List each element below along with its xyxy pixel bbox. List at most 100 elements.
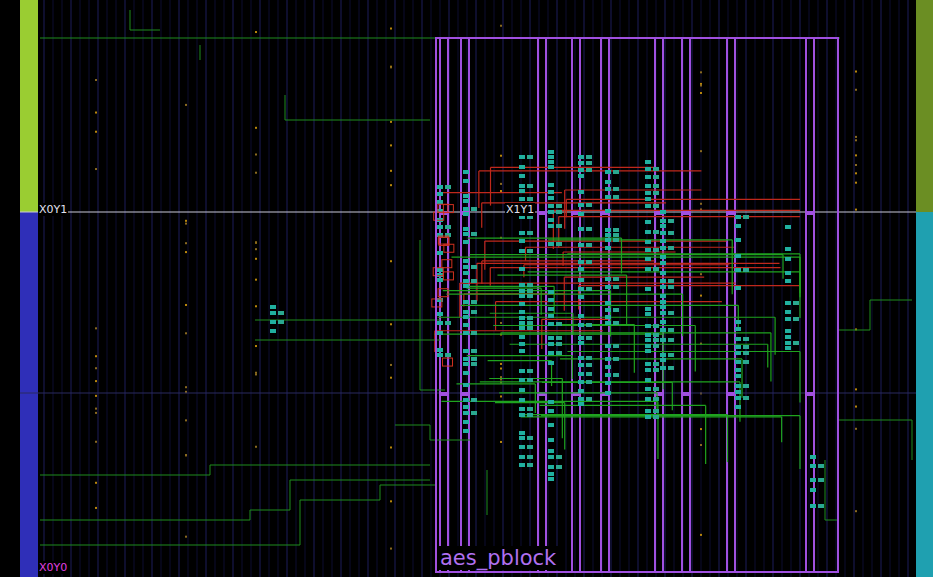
site-column [782,0,783,577]
placed-cell [463,265,469,269]
site-mark [700,71,702,73]
placed-cell [471,207,477,211]
net-wire [395,425,470,440]
placed-cell [735,224,741,228]
placed-cell [660,358,666,362]
site-mark [255,31,257,33]
placed-cell [653,191,659,195]
placed-cell [785,346,791,350]
placed-cell [548,204,554,208]
placed-cell [645,362,651,366]
site-mark [95,507,97,509]
placed-cell [527,321,533,325]
clock-region-label: X0Y0 [38,561,68,574]
placed-cells [270,150,824,508]
placed-cell [605,238,611,242]
placed-cell [660,300,666,304]
site-column [188,0,189,577]
placed-cell [645,378,651,382]
placed-cell [735,320,741,324]
site-mark [255,372,257,374]
site-column [575,0,576,577]
placed-cell [613,228,619,232]
site-mark [185,419,187,421]
placed-cell [463,420,469,424]
placed-cell [578,212,584,216]
placed-cell [653,204,659,208]
site-column [818,0,819,577]
site-mark [700,150,702,152]
site-mark [95,168,97,170]
placed-cell [556,465,562,469]
site-column [179,0,180,577]
placed-cell [653,230,659,234]
net-wire [553,210,800,211]
placed-cell [548,400,554,404]
placed-cell [445,321,451,325]
site-column [773,0,774,577]
net-wire [559,216,800,217]
site-mark [700,203,702,205]
pblock-column [727,395,735,572]
site-column [755,0,756,577]
site-column [557,0,558,577]
pblock-column [727,38,735,212]
placed-cell [527,455,533,459]
placed-cell [645,248,651,252]
placed-cell [668,219,674,223]
site-column [458,0,459,577]
net-wire [443,290,611,291]
net-wire [775,317,776,355]
site-column [872,0,873,577]
placed-cell [653,387,659,391]
placed-cell [578,336,584,340]
net-wire [572,313,573,335]
placed-cell [660,353,666,357]
site-mark [500,376,502,378]
placed-cell [578,267,584,271]
placed-cell [463,284,469,288]
site-column [44,0,45,577]
placed-cell [548,438,554,442]
placed-cell [605,209,611,213]
placed-cell [605,373,611,377]
net-wire [495,402,565,403]
placed-cell [548,290,554,294]
placed-cell [519,388,525,392]
site-mark [95,79,97,81]
placed-cell [586,260,592,264]
site-mark [700,92,702,94]
placed-cell [578,278,584,282]
placed-cell [660,320,666,324]
placed-cell [645,230,651,234]
placed-cell [471,300,477,304]
pblock-column [655,395,663,572]
placed-cell [645,184,651,188]
site-column [566,0,567,577]
net-wire [478,171,479,208]
placed-cell [463,357,469,361]
placed-cell [613,195,619,199]
placed-cell [645,267,651,271]
placed-cell [527,231,533,235]
site-mark [855,154,857,156]
placed-cell [660,305,666,309]
placed-cell [810,488,816,492]
placed-cell [519,174,525,178]
placed-cell [548,307,554,311]
net-wire [799,272,800,318]
placed-cell [660,279,666,283]
placed-cell [645,338,651,342]
placed-cell [660,219,666,223]
net-wire [564,403,565,450]
placed-cell [578,323,584,327]
pblock-column [682,38,690,212]
site-mark [185,454,187,456]
placed-cell [605,357,611,361]
placed-cell [645,167,651,171]
site-mark [185,104,187,106]
placed-cell [660,224,666,228]
placed-cell [653,338,659,342]
placed-cell [613,187,619,191]
